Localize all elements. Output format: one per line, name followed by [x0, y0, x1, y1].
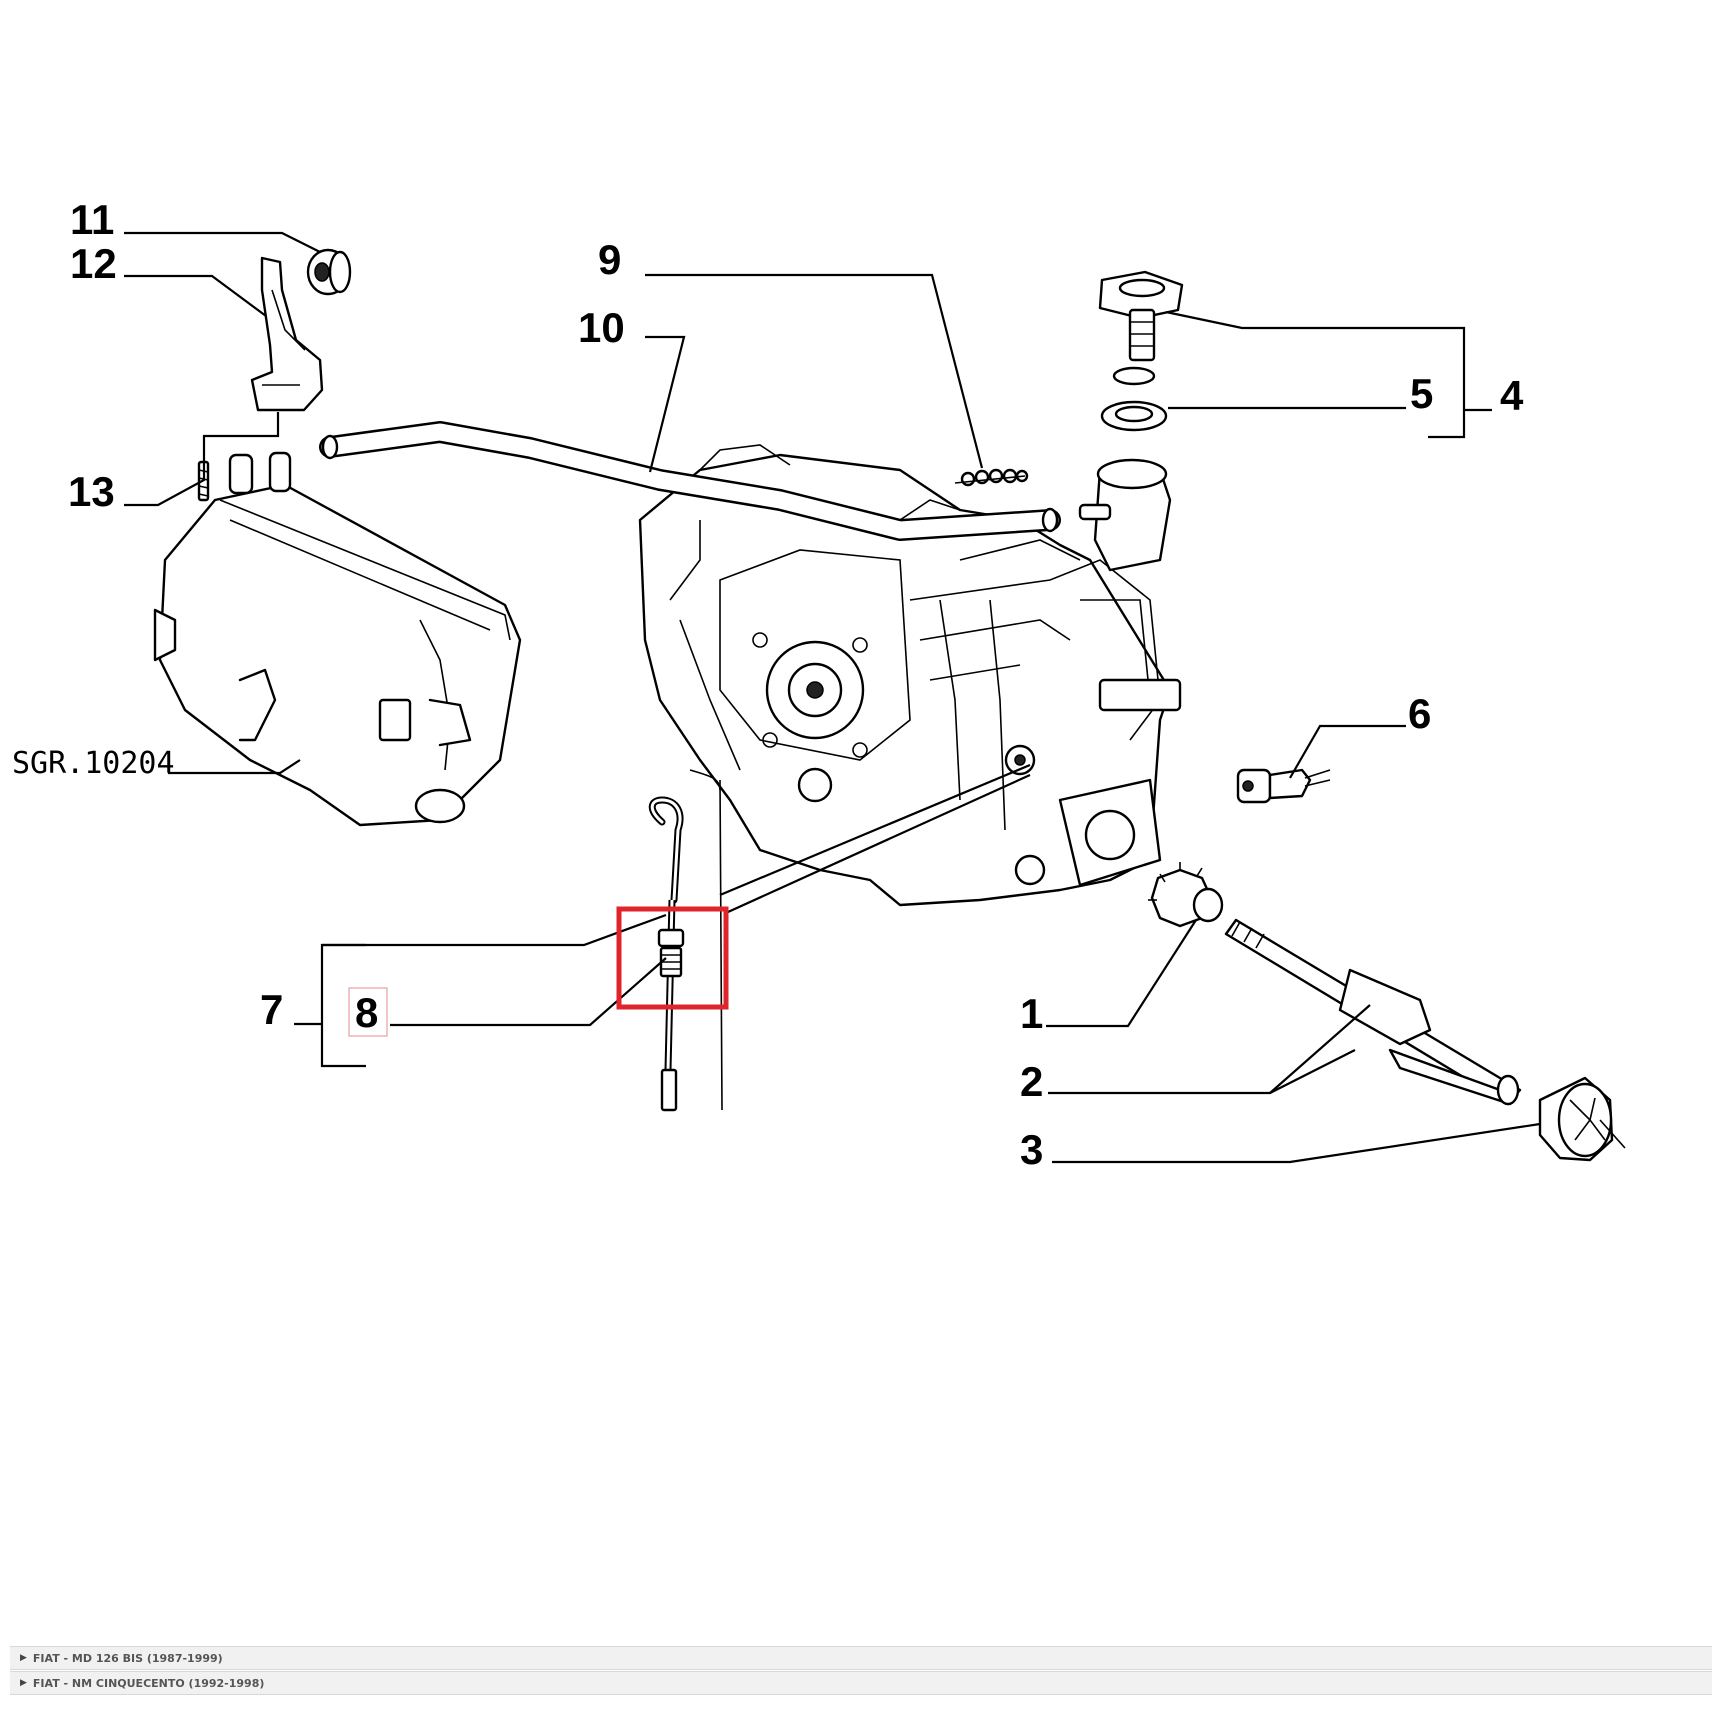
grommet	[306, 248, 352, 296]
model-row-nm-cinquecento[interactable]: ▶ FIAT - NM CINQUECENTO (1992-1998)	[10, 1671, 1712, 1695]
model-label: FIAT - NM CINQUECENTO (1992-1998)	[32, 1676, 265, 1690]
filler-cap-seal	[1100, 400, 1168, 432]
reservoir-tank	[153, 451, 522, 827]
breather-hose	[319, 421, 1061, 541]
filler-cap	[1098, 270, 1184, 386]
callout-7[interactable]: 7	[260, 986, 283, 1033]
callout-11[interactable]: 11	[70, 196, 114, 243]
reference-label[interactable]: SGR.10204	[12, 746, 175, 781]
highlight-label-box	[348, 987, 388, 1037]
dipstick	[648, 769, 723, 1112]
callout-4[interactable]: 4	[1500, 372, 1524, 419]
filler-neck	[1078, 458, 1172, 572]
callout-6[interactable]: 6	[1408, 690, 1431, 737]
callout-8[interactable]: 8	[355, 989, 378, 1036]
caret-right-icon: ▶	[20, 1653, 27, 1663]
bracket	[250, 256, 324, 412]
callout-9[interactable]: 9	[598, 236, 621, 283]
model-label: FIAT - MD 126 BIS (1987-1999)	[32, 1651, 223, 1665]
pinion-gear	[1148, 862, 1224, 928]
callout-1[interactable]: 1	[1020, 990, 1043, 1037]
drive-shaft	[1224, 918, 1522, 1106]
sensor	[1236, 768, 1331, 804]
model-row-md-126-bis[interactable]: ▶ FIAT - MD 126 BIS (1987-1999)	[10, 1646, 1712, 1670]
highlight-box	[616, 906, 729, 1010]
callout-13[interactable]: 13	[68, 468, 115, 515]
caret-right-icon: ▶	[20, 1678, 27, 1688]
flexible-coupling	[1538, 1076, 1626, 1162]
hose-clip	[954, 468, 1029, 487]
callout-12[interactable]: 12	[70, 240, 117, 287]
callout-10[interactable]: 10	[578, 304, 625, 351]
leader-lines	[124, 231, 1541, 1164]
callout-3[interactable]: 3	[1020, 1126, 1043, 1173]
callout-2[interactable]: 2	[1020, 1058, 1043, 1105]
gearbox-housing	[638, 444, 1182, 907]
exploded-parts-diagram: 11 12 13 SGR.10204 9 10 5 4 6 1 2 3 7 8	[12, 196, 1626, 1173]
callout-5[interactable]: 5	[1410, 370, 1433, 417]
